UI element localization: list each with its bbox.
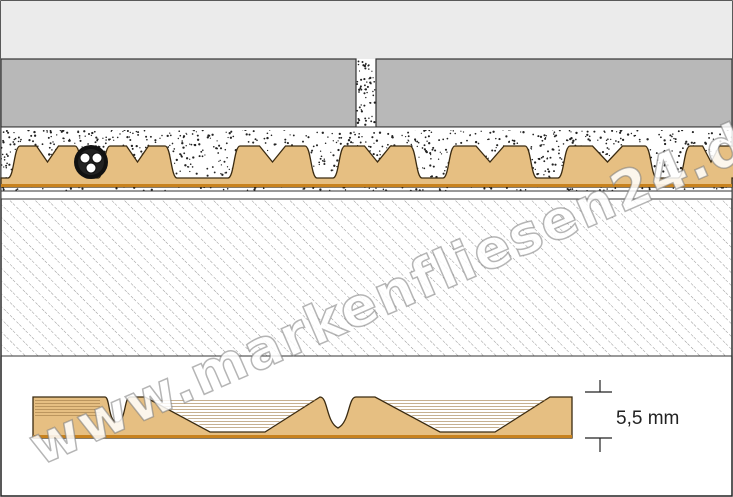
tile-right <box>375 58 733 128</box>
dimension-label: 5,5 mm <box>616 408 680 429</box>
tile-left <box>0 58 357 128</box>
heating-cable-icon <box>74 145 108 179</box>
substrate-edge <box>0 190 733 200</box>
substrate-hatch <box>0 198 733 357</box>
dimension-marker <box>585 380 612 452</box>
membrane-detail <box>32 396 573 439</box>
grout-joint <box>356 60 376 126</box>
top-background <box>1 1 732 59</box>
uncoupling-membrane <box>0 145 733 188</box>
